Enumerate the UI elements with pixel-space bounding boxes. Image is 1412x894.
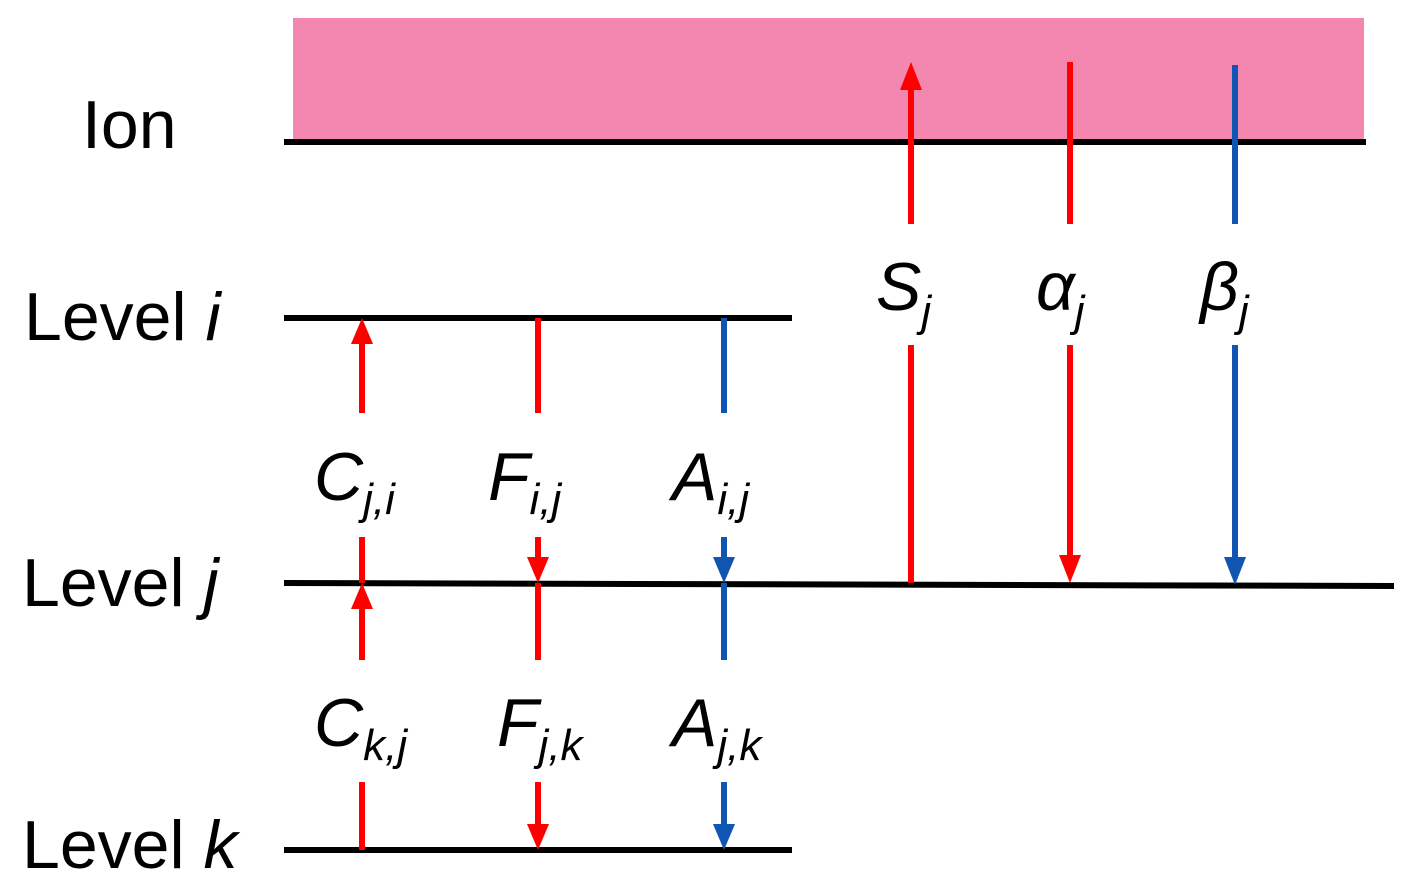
- ion-label: Ion: [82, 87, 177, 163]
- a-jk-arrowhead-icon: [713, 824, 735, 850]
- level-j-label: Level j: [22, 545, 220, 621]
- f-jk-arrowhead-icon: [527, 824, 549, 850]
- f-ij-arrowhead-icon: [527, 557, 549, 583]
- beta-j-label: βj: [1198, 249, 1250, 336]
- c-ji-arrowhead-icon: [351, 318, 373, 344]
- level-lines: [283, 139, 1395, 853]
- f-jk-label: Fj,k: [497, 685, 585, 770]
- level-i-label: Level i: [24, 279, 222, 355]
- level-k-label: Level k: [22, 807, 240, 883]
- c-ji-label: Cj,i: [314, 439, 396, 524]
- level-j-line: [283, 580, 1395, 589]
- c-kj-arrowhead-icon: [351, 583, 373, 609]
- c-kj-label: Ck,j: [314, 685, 408, 770]
- s-j-label: Sj: [876, 249, 932, 336]
- a-ij-label: Ai,j: [668, 439, 750, 524]
- alpha-j-label: αj: [1036, 249, 1086, 336]
- f-ij-label: Fi,j: [488, 439, 563, 524]
- s-j-arrowhead-icon: [900, 62, 922, 90]
- ion-continuum-band: [293, 18, 1364, 142]
- a-ij-arrowhead-icon: [713, 557, 735, 583]
- a-jk-label: Aj,k: [668, 685, 763, 770]
- beta-j-arrowhead-icon: [1224, 557, 1246, 585]
- alpha-j-arrowhead-icon: [1059, 555, 1081, 583]
